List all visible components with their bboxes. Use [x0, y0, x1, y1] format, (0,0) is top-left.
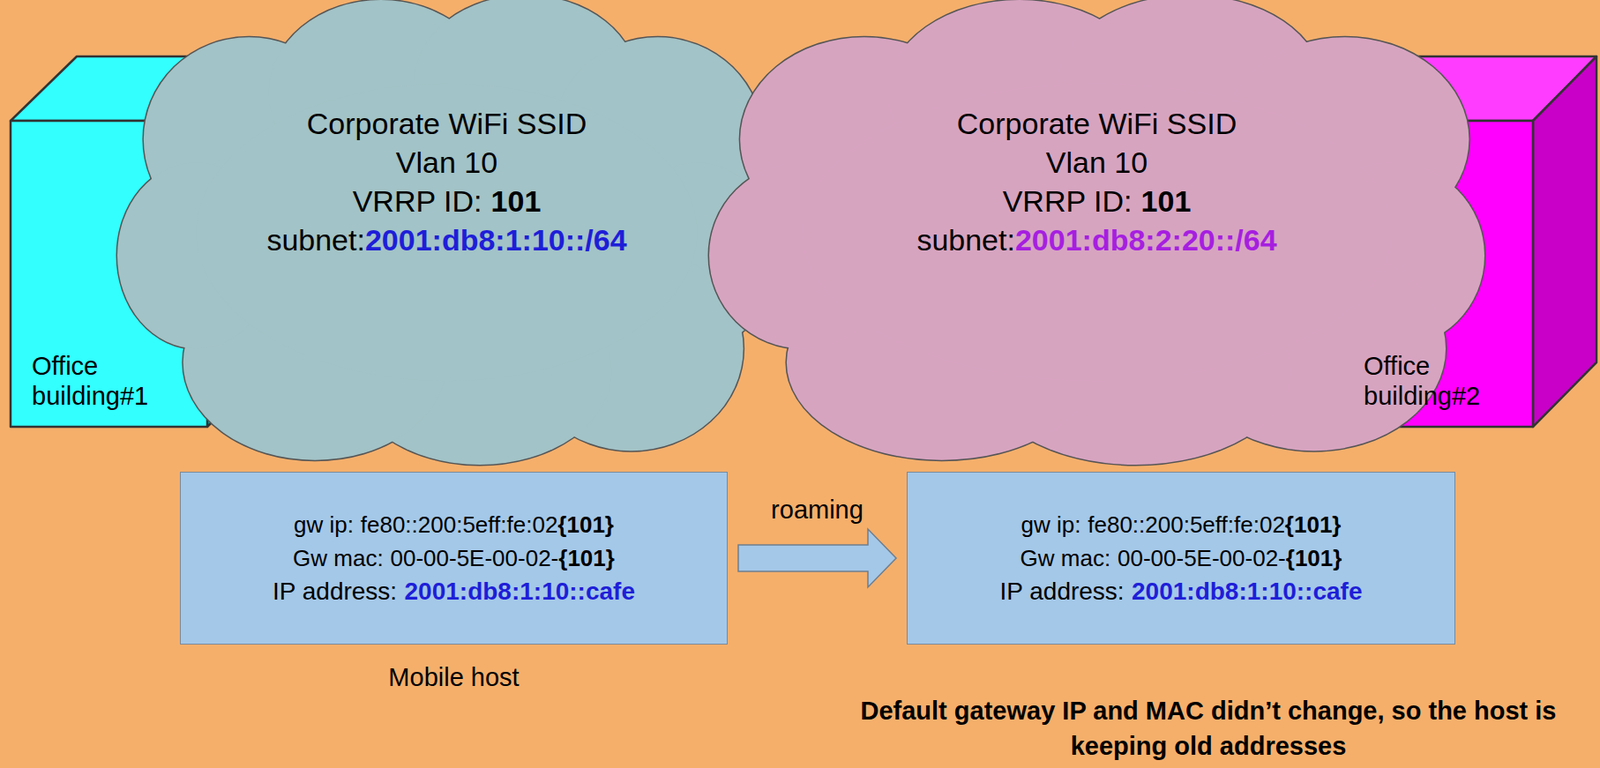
text-segment: 2001:db8:1:10::cafe — [1131, 575, 1362, 609]
cloud-lobe — [196, 83, 698, 382]
cloud-lobe-outline — [196, 83, 698, 382]
text-segment: 2001:db8:1:10::cafe — [404, 575, 636, 609]
text-line: VRRP ID:101 — [709, 181, 1485, 221]
cloud-lobe-outline — [801, 83, 1391, 382]
text-segment: 00-00-5E-00-02- — [1117, 541, 1286, 576]
text-line: subnet:2001:db8:1:10::/64 — [117, 220, 777, 260]
text-segment: subnet: — [266, 220, 366, 260]
text-block: Corporate WiFi SSIDVlan 10VRRP ID:101sub… — [709, 104, 1485, 260]
text-line: subnet:2001:db8:2:20::/64 — [709, 220, 1485, 260]
text-segment: 2001:db8:1:10::/64 — [365, 220, 628, 260]
text-segment: VRRP ID: — [1002, 181, 1133, 221]
text-segment: IP address: — [1000, 575, 1125, 609]
text-line: gw ip:fe80::200:5eff:fe:02{101} — [180, 508, 727, 542]
text-block: Corporate WiFi SSIDVlan 10VRRP ID:101sub… — [117, 104, 777, 260]
host-box: gw ip:fe80::200:5eff:fe:02{101}Gw mac:00… — [906, 471, 1456, 645]
text-segment: subnet: — [916, 220, 1016, 260]
text-line: IP address:2001:db8:1:10::cafe — [180, 575, 727, 609]
text-segment: 101 — [1141, 181, 1192, 221]
text-segment: {101} — [1285, 508, 1342, 542]
text-block: gw ip:fe80::200:5eff:fe:02{101}Gw mac:00… — [907, 472, 1455, 644]
building-label: Office building#2 — [1363, 351, 1481, 412]
note-text: Default gateway IP and MAC didn’t change… — [833, 693, 1584, 764]
building-label: Office building#1 — [31, 351, 149, 412]
text-line: Corporate WiFi SSID — [709, 104, 1485, 143]
text-line: Vlan 10 — [117, 142, 777, 182]
text-segment: VRRP ID: — [352, 181, 483, 221]
text-segment: {101} — [557, 508, 614, 542]
text-segment: 101 — [491, 181, 542, 221]
text-segment: gw ip: — [293, 508, 354, 542]
text-line: IP address:2001:db8:1:10::cafe — [907, 575, 1455, 609]
cloud-lobe — [801, 83, 1391, 382]
text-segment: Corporate WiFi SSID — [306, 104, 587, 143]
building-face — [1532, 56, 1597, 427]
text-line: Vlan 10 — [709, 142, 1485, 182]
host-caption: Mobile host — [180, 663, 727, 693]
text-segment: IP address: — [272, 575, 397, 609]
wifi-cloud: Corporate WiFi SSIDVlan 10VRRP ID:101sub… — [117, 0, 777, 465]
text-segment: {101} — [1285, 541, 1343, 576]
text-line: gw ip:fe80::200:5eff:fe:02{101} — [907, 508, 1455, 542]
text-segment: Gw mac: — [1020, 541, 1112, 576]
edge-label: roaming — [729, 494, 906, 525]
building-name: Office building#1 — [31, 351, 149, 412]
text-segment: 2001:db8:2:20::/64 — [1015, 220, 1278, 260]
text-line: Corporate WiFi SSID — [117, 104, 777, 143]
host-box: gw ip:fe80::200:5eff:fe:02{101}Gw mac:00… — [179, 471, 728, 645]
text-segment: 00-00-5E-00-02- — [389, 541, 559, 576]
text-segment: fe80::200:5eff:fe:02 — [360, 508, 559, 542]
building-name: Office building#2 — [1363, 351, 1481, 412]
text-segment: Gw mac: — [292, 541, 384, 576]
text-line: Gw mac:00-00-5E-00-02-{101} — [907, 541, 1455, 576]
text-segment: {101} — [558, 541, 615, 576]
text-segment: Vlan 10 — [1046, 142, 1148, 182]
block-arrow — [738, 529, 897, 588]
text-segment: gw ip: — [1021, 508, 1082, 542]
text-line: Gw mac:00-00-5E-00-02-{101} — [180, 541, 727, 576]
text-segment: Vlan 10 — [396, 142, 498, 182]
text-line: VRRP ID:101 — [117, 181, 777, 221]
text-block: gw ip:fe80::200:5eff:fe:02{101}Gw mac:00… — [180, 472, 727, 644]
text-segment: Corporate WiFi SSID — [957, 104, 1237, 143]
text-segment: fe80::200:5eff:fe:02 — [1087, 508, 1286, 542]
